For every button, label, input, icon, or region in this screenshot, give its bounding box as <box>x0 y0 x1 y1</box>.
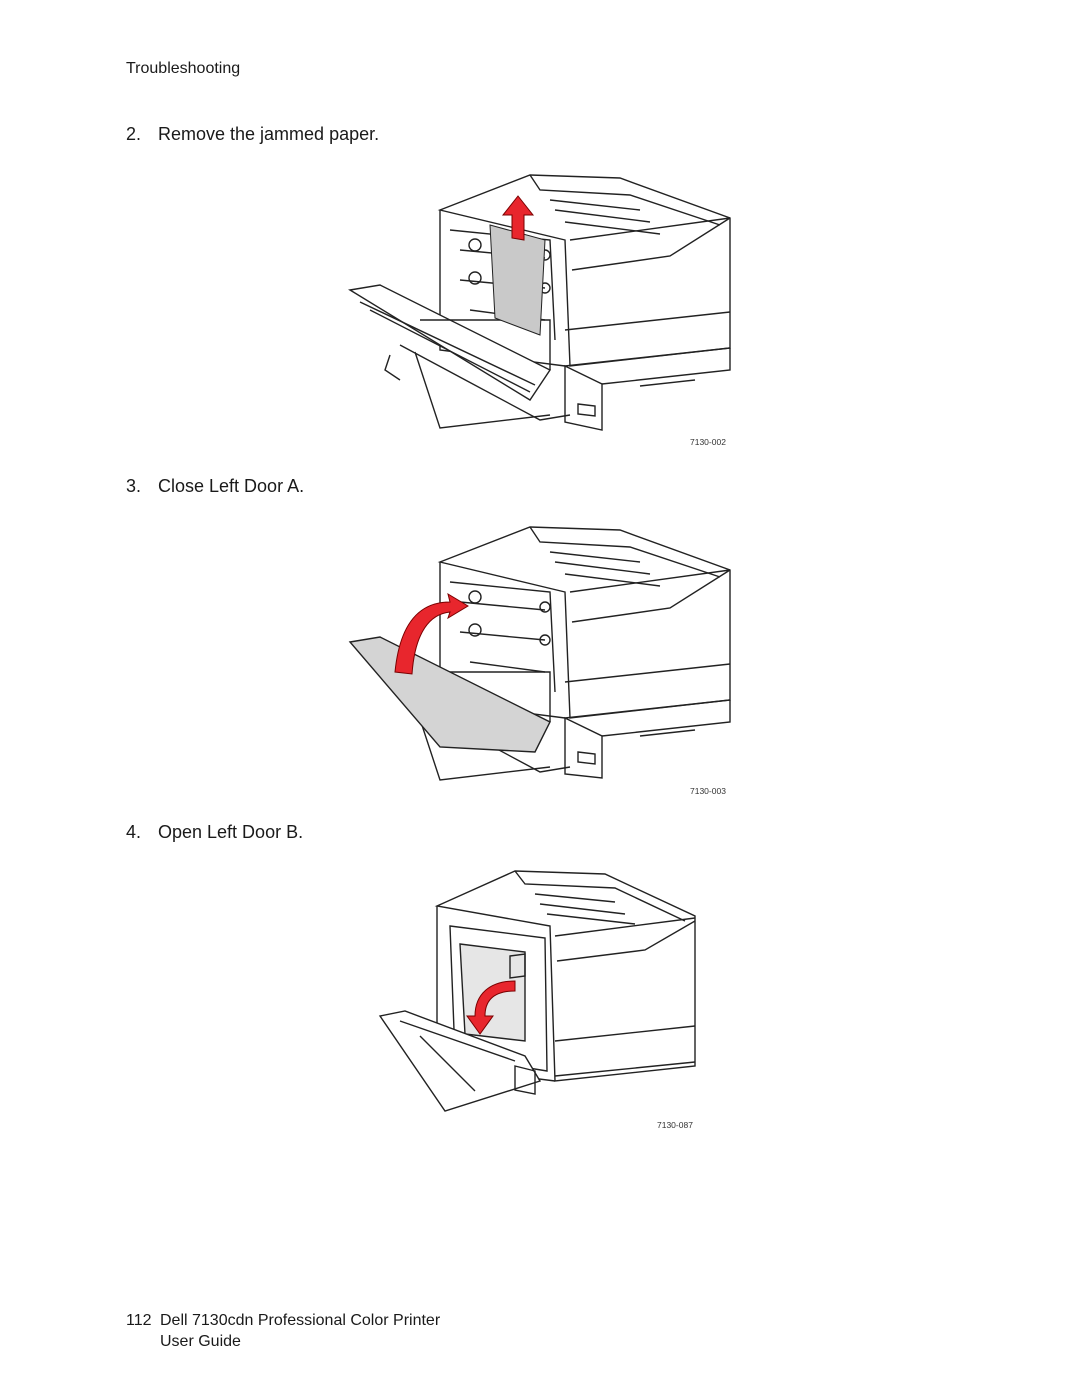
step-number: 3. <box>126 476 142 496</box>
page-footer: 112 Dell 7130cdn Professional Color Print… <box>126 1310 440 1352</box>
figure-remove-jammed-paper <box>340 170 740 435</box>
step-text: Close Left Door A. <box>158 476 305 496</box>
figure-id: 7130-002 <box>690 437 726 447</box>
figure-id: 7130-087 <box>657 1120 693 1130</box>
step-4: 4. Open Left Door B. <box>126 822 303 843</box>
step-number: 2. <box>126 124 142 144</box>
step-text: Open Left Door B. <box>158 822 304 842</box>
section-header: Troubleshooting <box>126 60 241 77</box>
figure-open-left-door-b <box>375 866 705 1116</box>
step-number: 4. <box>126 822 142 842</box>
page-number: 112 <box>126 1312 152 1329</box>
step-3: 3. Close Left Door A. <box>126 476 304 497</box>
step-text: Remove the jammed paper. <box>158 124 380 144</box>
footer-subtitle: User Guide <box>160 1333 241 1350</box>
figure-close-left-door-a <box>340 522 740 782</box>
figure-id: 7130-003 <box>690 786 726 796</box>
footer-title: Dell 7130cdn Professional Color Printer <box>160 1312 441 1329</box>
step-2: 2. Remove the jammed paper. <box>126 124 379 145</box>
